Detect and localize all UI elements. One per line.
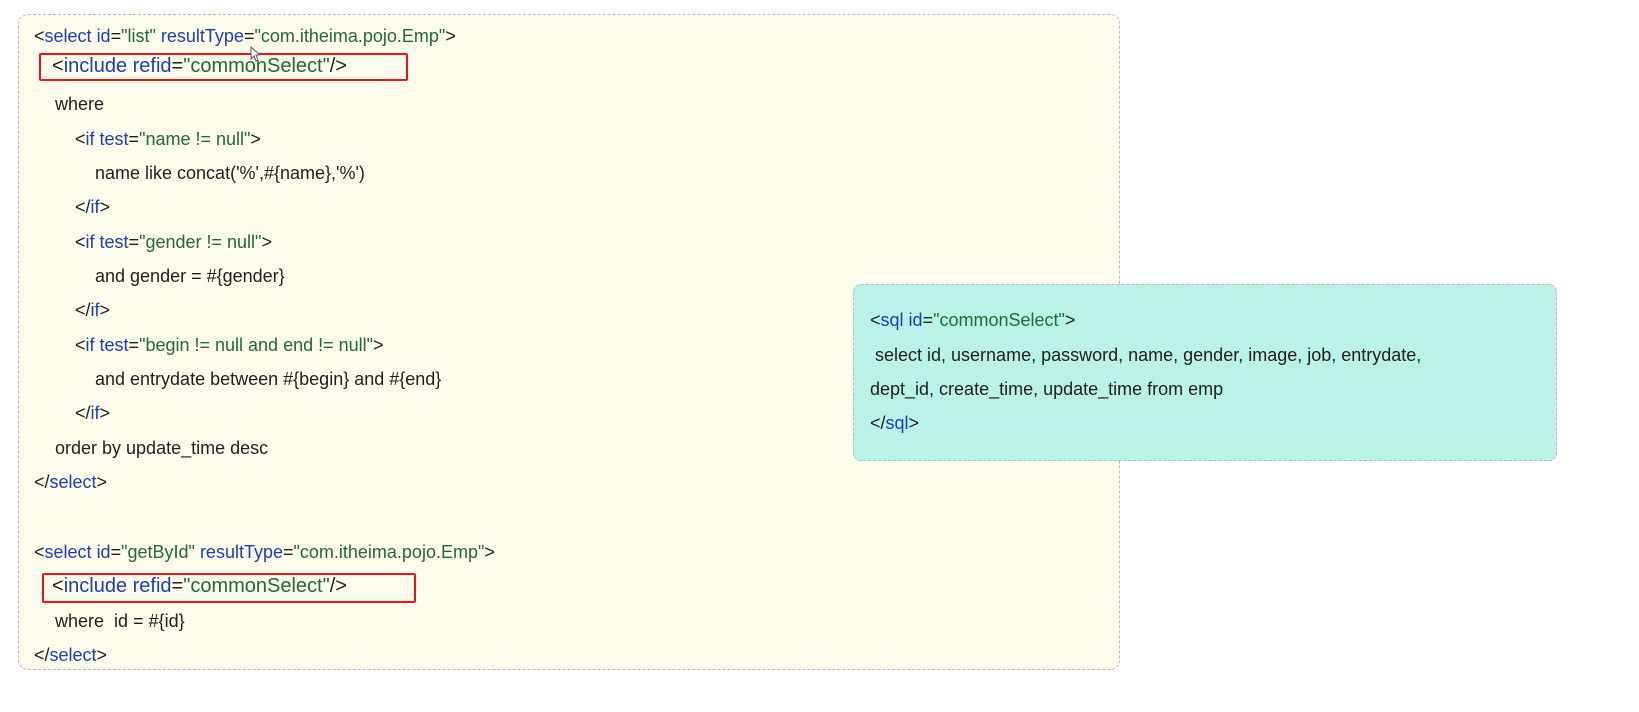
select-getbyid-open-line: <select id="getById" resultType="com.ith… bbox=[34, 540, 495, 564]
attr-value: "commonSelect" bbox=[183, 575, 330, 597]
tag-bracket: /> bbox=[329, 55, 347, 77]
tag-name: if bbox=[85, 129, 95, 149]
if-begin-open-line: <if test="begin != null and end != null"… bbox=[75, 333, 384, 357]
attr-value: "com.itheima.pojo.Emp" bbox=[254, 26, 446, 46]
tag-bracket: > bbox=[99, 403, 111, 423]
tag-name: sql bbox=[885, 413, 909, 433]
attr-name: resultType bbox=[199, 542, 283, 562]
equals: = bbox=[171, 55, 184, 77]
attr-name: resultType bbox=[160, 26, 244, 46]
tag-bracket: < bbox=[34, 542, 45, 562]
include-highlight-box-1 bbox=[39, 53, 408, 81]
if-name-open-line: <if test="name != null"> bbox=[75, 127, 261, 151]
tag-bracket: < bbox=[34, 26, 45, 46]
order-by-clause: order by update_time desc bbox=[55, 438, 269, 458]
where-keyword: where bbox=[55, 94, 105, 114]
tag-name: if bbox=[85, 335, 95, 355]
tag-bracket: > bbox=[99, 300, 111, 320]
attr-name: test bbox=[99, 335, 129, 355]
tag-bracket: > bbox=[373, 335, 384, 355]
sql-select-columns-line-2: dept_id, create_time, update_time from e… bbox=[870, 379, 1224, 399]
if-gender-close-line: </if> bbox=[75, 298, 110, 322]
mouse-pointer-icon bbox=[250, 46, 260, 62]
if-gender-open-line: <if test="gender != null"> bbox=[75, 230, 272, 254]
attr-name: refid bbox=[132, 575, 172, 597]
equals: = bbox=[128, 232, 140, 252]
tag-bracket: </ bbox=[34, 645, 50, 665]
tag-bracket: </ bbox=[75, 197, 91, 217]
tag-bracket: > bbox=[250, 129, 261, 149]
if-name-close-line: </if> bbox=[75, 195, 110, 219]
equals: = bbox=[128, 129, 140, 149]
tag-name: include bbox=[63, 55, 128, 77]
and-entrydate-clause: and entrydate between #{begin} and #{end… bbox=[95, 369, 442, 389]
equals: = bbox=[243, 26, 255, 46]
tag-bracket: < bbox=[75, 335, 86, 355]
attr-name: refid bbox=[132, 55, 172, 77]
sql-select-columns-line-1: select id, username, password, name, gen… bbox=[870, 345, 1422, 365]
tag-bracket: > bbox=[445, 26, 456, 46]
tag-bracket: > bbox=[484, 542, 495, 562]
tag-bracket: /> bbox=[329, 575, 347, 597]
tag-bracket: </ bbox=[75, 403, 91, 423]
tag-bracket: < bbox=[52, 575, 64, 597]
equals: = bbox=[110, 542, 122, 562]
where-id-clause: where id = #{id} bbox=[55, 611, 185, 631]
tag-name: if bbox=[90, 300, 100, 320]
name-like-clause: name like concat('%',#{name},'%') bbox=[95, 163, 365, 183]
include-highlight-box-2 bbox=[42, 573, 416, 603]
attr-value: "com.itheima.pojo.Emp" bbox=[293, 542, 485, 562]
tag-bracket: < bbox=[75, 232, 86, 252]
sql-close-line: </sql> bbox=[870, 411, 919, 435]
attr-name: test bbox=[99, 232, 129, 252]
select-list-close-line: </select> bbox=[34, 470, 107, 494]
equals: = bbox=[282, 542, 294, 562]
select-getbyid-close-line: </select> bbox=[34, 643, 107, 667]
attr-name: id bbox=[908, 310, 923, 330]
include-line-2: <include refid="commonSelect"/> bbox=[52, 574, 347, 598]
attr-name: test bbox=[99, 129, 129, 149]
sql-open-line: <sql id="commonSelect"> bbox=[870, 308, 1075, 332]
equals: = bbox=[171, 575, 184, 597]
attr-value: "list" bbox=[121, 26, 156, 46]
tag-name: select bbox=[49, 645, 97, 665]
tag-bracket: > bbox=[261, 232, 272, 252]
attr-value: "getById" bbox=[121, 542, 195, 562]
select-list-open-line: <select id="list" resultType="com.itheim… bbox=[34, 24, 456, 48]
tag-bracket: > bbox=[99, 197, 111, 217]
attr-value: "commonSelect" bbox=[933, 310, 1065, 330]
tag-bracket: </ bbox=[870, 413, 886, 433]
equals: = bbox=[922, 310, 934, 330]
tag-bracket: > bbox=[1064, 310, 1076, 330]
equals: = bbox=[110, 26, 122, 46]
tag-bracket: </ bbox=[75, 300, 91, 320]
and-gender-clause: and gender = #{gender} bbox=[95, 266, 285, 286]
if-begin-close-line: </if> bbox=[75, 401, 110, 425]
tag-bracket: > bbox=[908, 413, 920, 433]
tag-name: select bbox=[49, 472, 97, 492]
equals: = bbox=[128, 335, 140, 355]
tag-bracket: </ bbox=[34, 472, 50, 492]
tag-name: select bbox=[44, 542, 92, 562]
tag-name: include bbox=[63, 575, 128, 597]
include-line-1: <include refid="commonSelect"/> bbox=[52, 54, 347, 78]
attr-value: "commonSelect" bbox=[183, 55, 330, 77]
tag-bracket: < bbox=[52, 55, 64, 77]
attr-name: id bbox=[96, 26, 111, 46]
attr-value: "gender != null" bbox=[139, 232, 262, 252]
attr-value: "begin != null and end != null" bbox=[139, 335, 374, 355]
tag-name: select bbox=[44, 26, 92, 46]
tag-bracket: > bbox=[96, 472, 108, 492]
tag-bracket: < bbox=[870, 310, 881, 330]
tag-name: if bbox=[85, 232, 95, 252]
tag-bracket: < bbox=[75, 129, 86, 149]
sql-fragment-panel bbox=[853, 284, 1557, 461]
attr-value: "name != null" bbox=[139, 129, 251, 149]
tag-name: if bbox=[90, 403, 100, 423]
tag-name: if bbox=[90, 197, 100, 217]
tag-bracket: > bbox=[96, 645, 108, 665]
attr-name: id bbox=[96, 542, 111, 562]
tag-name: sql bbox=[880, 310, 904, 330]
